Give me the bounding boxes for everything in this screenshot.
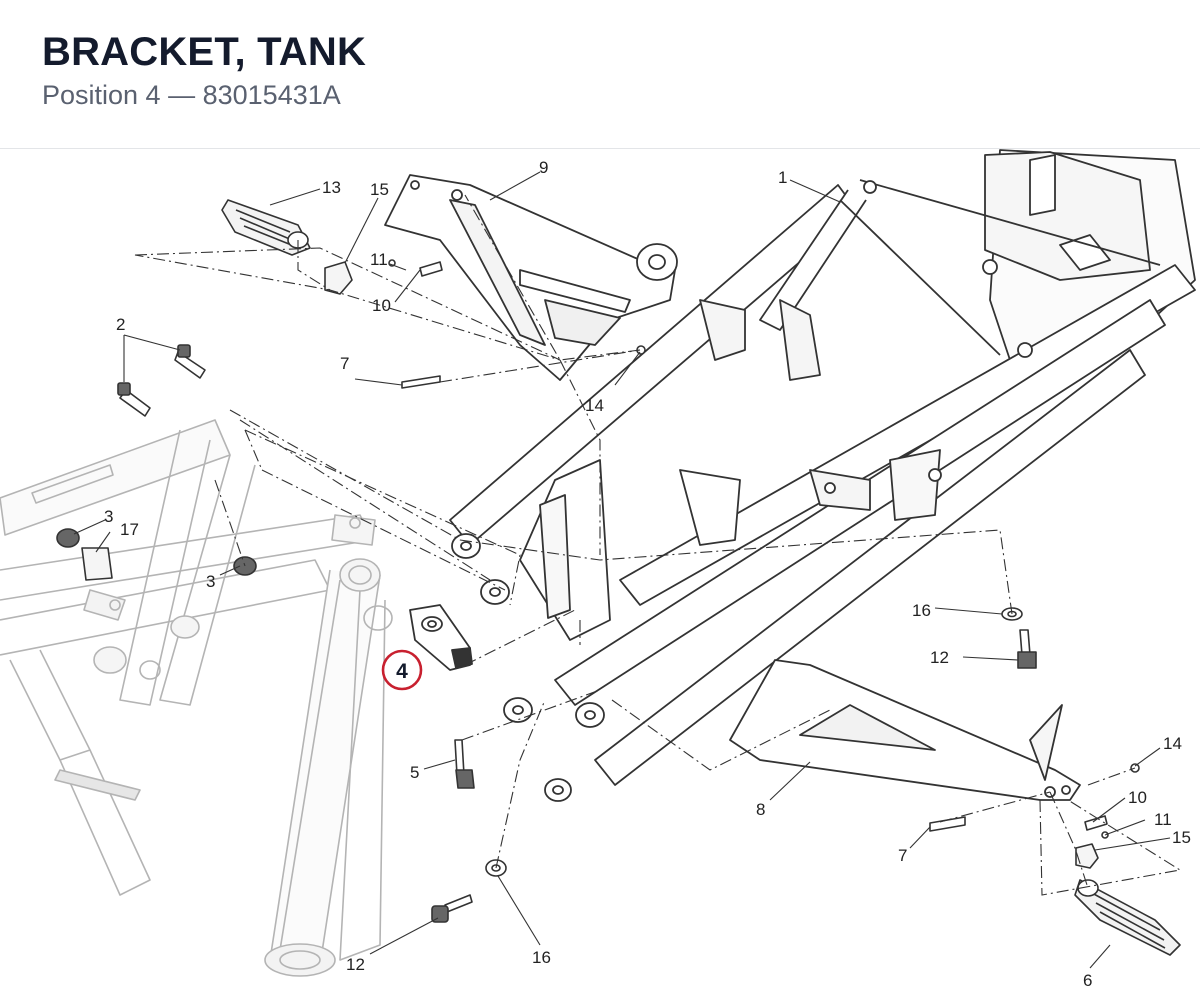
callout-1: 1 (778, 168, 787, 187)
callout-10-lower: 10 (1128, 788, 1147, 807)
main-frame (0, 419, 393, 977)
callout-13: 13 (322, 178, 341, 197)
callout-15-upper: 15 (370, 180, 389, 199)
callout-12-bottom: 12 (346, 955, 365, 974)
callout-6: 6 (1083, 971, 1092, 990)
footpeg-bracket-right (729, 659, 1081, 801)
callout-5: 5 (410, 763, 419, 782)
highlighted-callout-4[interactable]: 4 (381, 649, 423, 691)
callout-17: 17 (120, 520, 139, 539)
callout-16-bottom: 16 (532, 948, 551, 967)
callout-12-right: 12 (930, 648, 949, 667)
callout-14-lower: 14 (1163, 734, 1182, 753)
callout-15-lower: 15 (1172, 828, 1191, 847)
leader-lines (73, 171, 1171, 969)
page-title: BRACKET, TANK (42, 30, 367, 74)
callout-7-lower: 7 (898, 846, 907, 865)
highlight-ring (381, 649, 423, 691)
tank-bracket-part (409, 604, 473, 671)
separator: — (168, 80, 196, 110)
callout-14-upper: 14 (585, 396, 604, 415)
footpeg-bracket-left (384, 174, 678, 381)
assembly-lines (134, 194, 1182, 896)
callout-7-upper: 7 (340, 354, 349, 373)
callout-labels: 1 2 3 3 5 6 7 7 8 9 10 10 11 11 12 12 13… (104, 158, 1191, 990)
small-parts (56, 199, 1181, 956)
callout-3-lower: 3 (206, 572, 215, 591)
rear-subframe (449, 149, 1196, 802)
part-number: 83015431A (202, 80, 341, 110)
callout-9: 9 (539, 158, 548, 177)
callout-11-upper: 11 (370, 250, 388, 269)
page-subtitle: Position 4 — 83015431A (42, 80, 341, 111)
callout-2: 2 (116, 315, 125, 334)
callout-3-upper: 3 (104, 507, 113, 526)
header: BRACKET, TANK Position 4 — 83015431A (0, 0, 1200, 149)
highlight-number: 4 (396, 660, 408, 683)
callout-8: 8 (756, 800, 765, 819)
exploded-parts-diagram: 1 2 3 3 5 6 7 7 8 9 10 10 11 11 12 12 13… (0, 149, 1196, 990)
position-label: Position 4 (42, 80, 161, 110)
callout-11-lower: 11 (1154, 810, 1172, 829)
callout-16-right: 16 (912, 601, 931, 620)
callout-10-upper: 10 (372, 296, 391, 315)
